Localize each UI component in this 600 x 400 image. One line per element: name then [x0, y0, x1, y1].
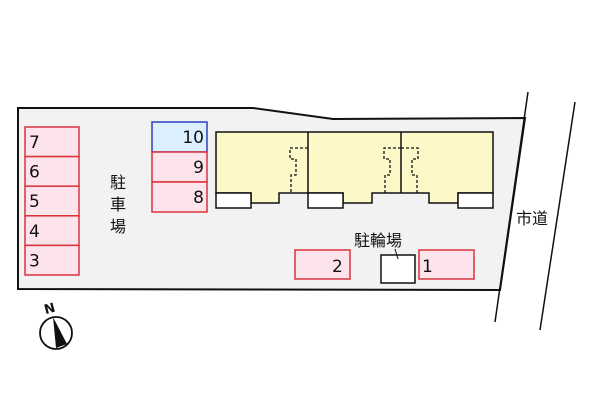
stair-outline	[401, 147, 419, 193]
road-edge-right	[539, 101, 576, 331]
space-number: 7	[29, 133, 40, 153]
space-number: 2	[332, 257, 343, 277]
stair-outline	[289, 147, 308, 193]
parking-label-2: 車	[110, 195, 126, 214]
stair-outline	[383, 147, 401, 193]
space-number: 8	[193, 188, 204, 208]
middle-parking-column: 10 9 8	[151, 121, 208, 213]
parking-space-8[interactable]	[151, 181, 208, 213]
building	[215, 131, 494, 209]
road-edge-left	[494, 91, 529, 323]
north-label: N	[43, 301, 57, 318]
parking-space-6[interactable]	[24, 155, 80, 187]
space-number: 1	[422, 257, 433, 277]
left-parking-column: 7 6 5 4 3	[24, 126, 80, 276]
space-number: 3	[29, 251, 40, 271]
leader-line	[394, 248, 399, 260]
parking-label-1: 駐	[110, 173, 126, 192]
road-label: 市道	[516, 209, 548, 228]
unit-1-entrance	[215, 192, 252, 209]
bicycle-shed	[380, 254, 416, 284]
unit-2-entrance	[307, 192, 344, 209]
north-compass-icon: N	[39, 301, 73, 350]
parking-space-1[interactable]	[418, 249, 475, 280]
parking-space-2[interactable]	[294, 249, 351, 280]
space-number: 10	[182, 128, 204, 148]
parking-space-7[interactable]	[24, 126, 80, 158]
compass-needle-icon	[53, 317, 67, 348]
space-number: 9	[193, 158, 204, 178]
parking-space-3[interactable]	[24, 244, 80, 276]
space-number: 6	[29, 163, 40, 183]
space-number: 5	[29, 192, 40, 212]
bicycle-parking-label: 駐輪場	[354, 231, 402, 250]
unit-3-entrance	[457, 192, 494, 209]
parking-label-3: 場	[110, 217, 126, 236]
space-number: 4	[29, 222, 40, 242]
